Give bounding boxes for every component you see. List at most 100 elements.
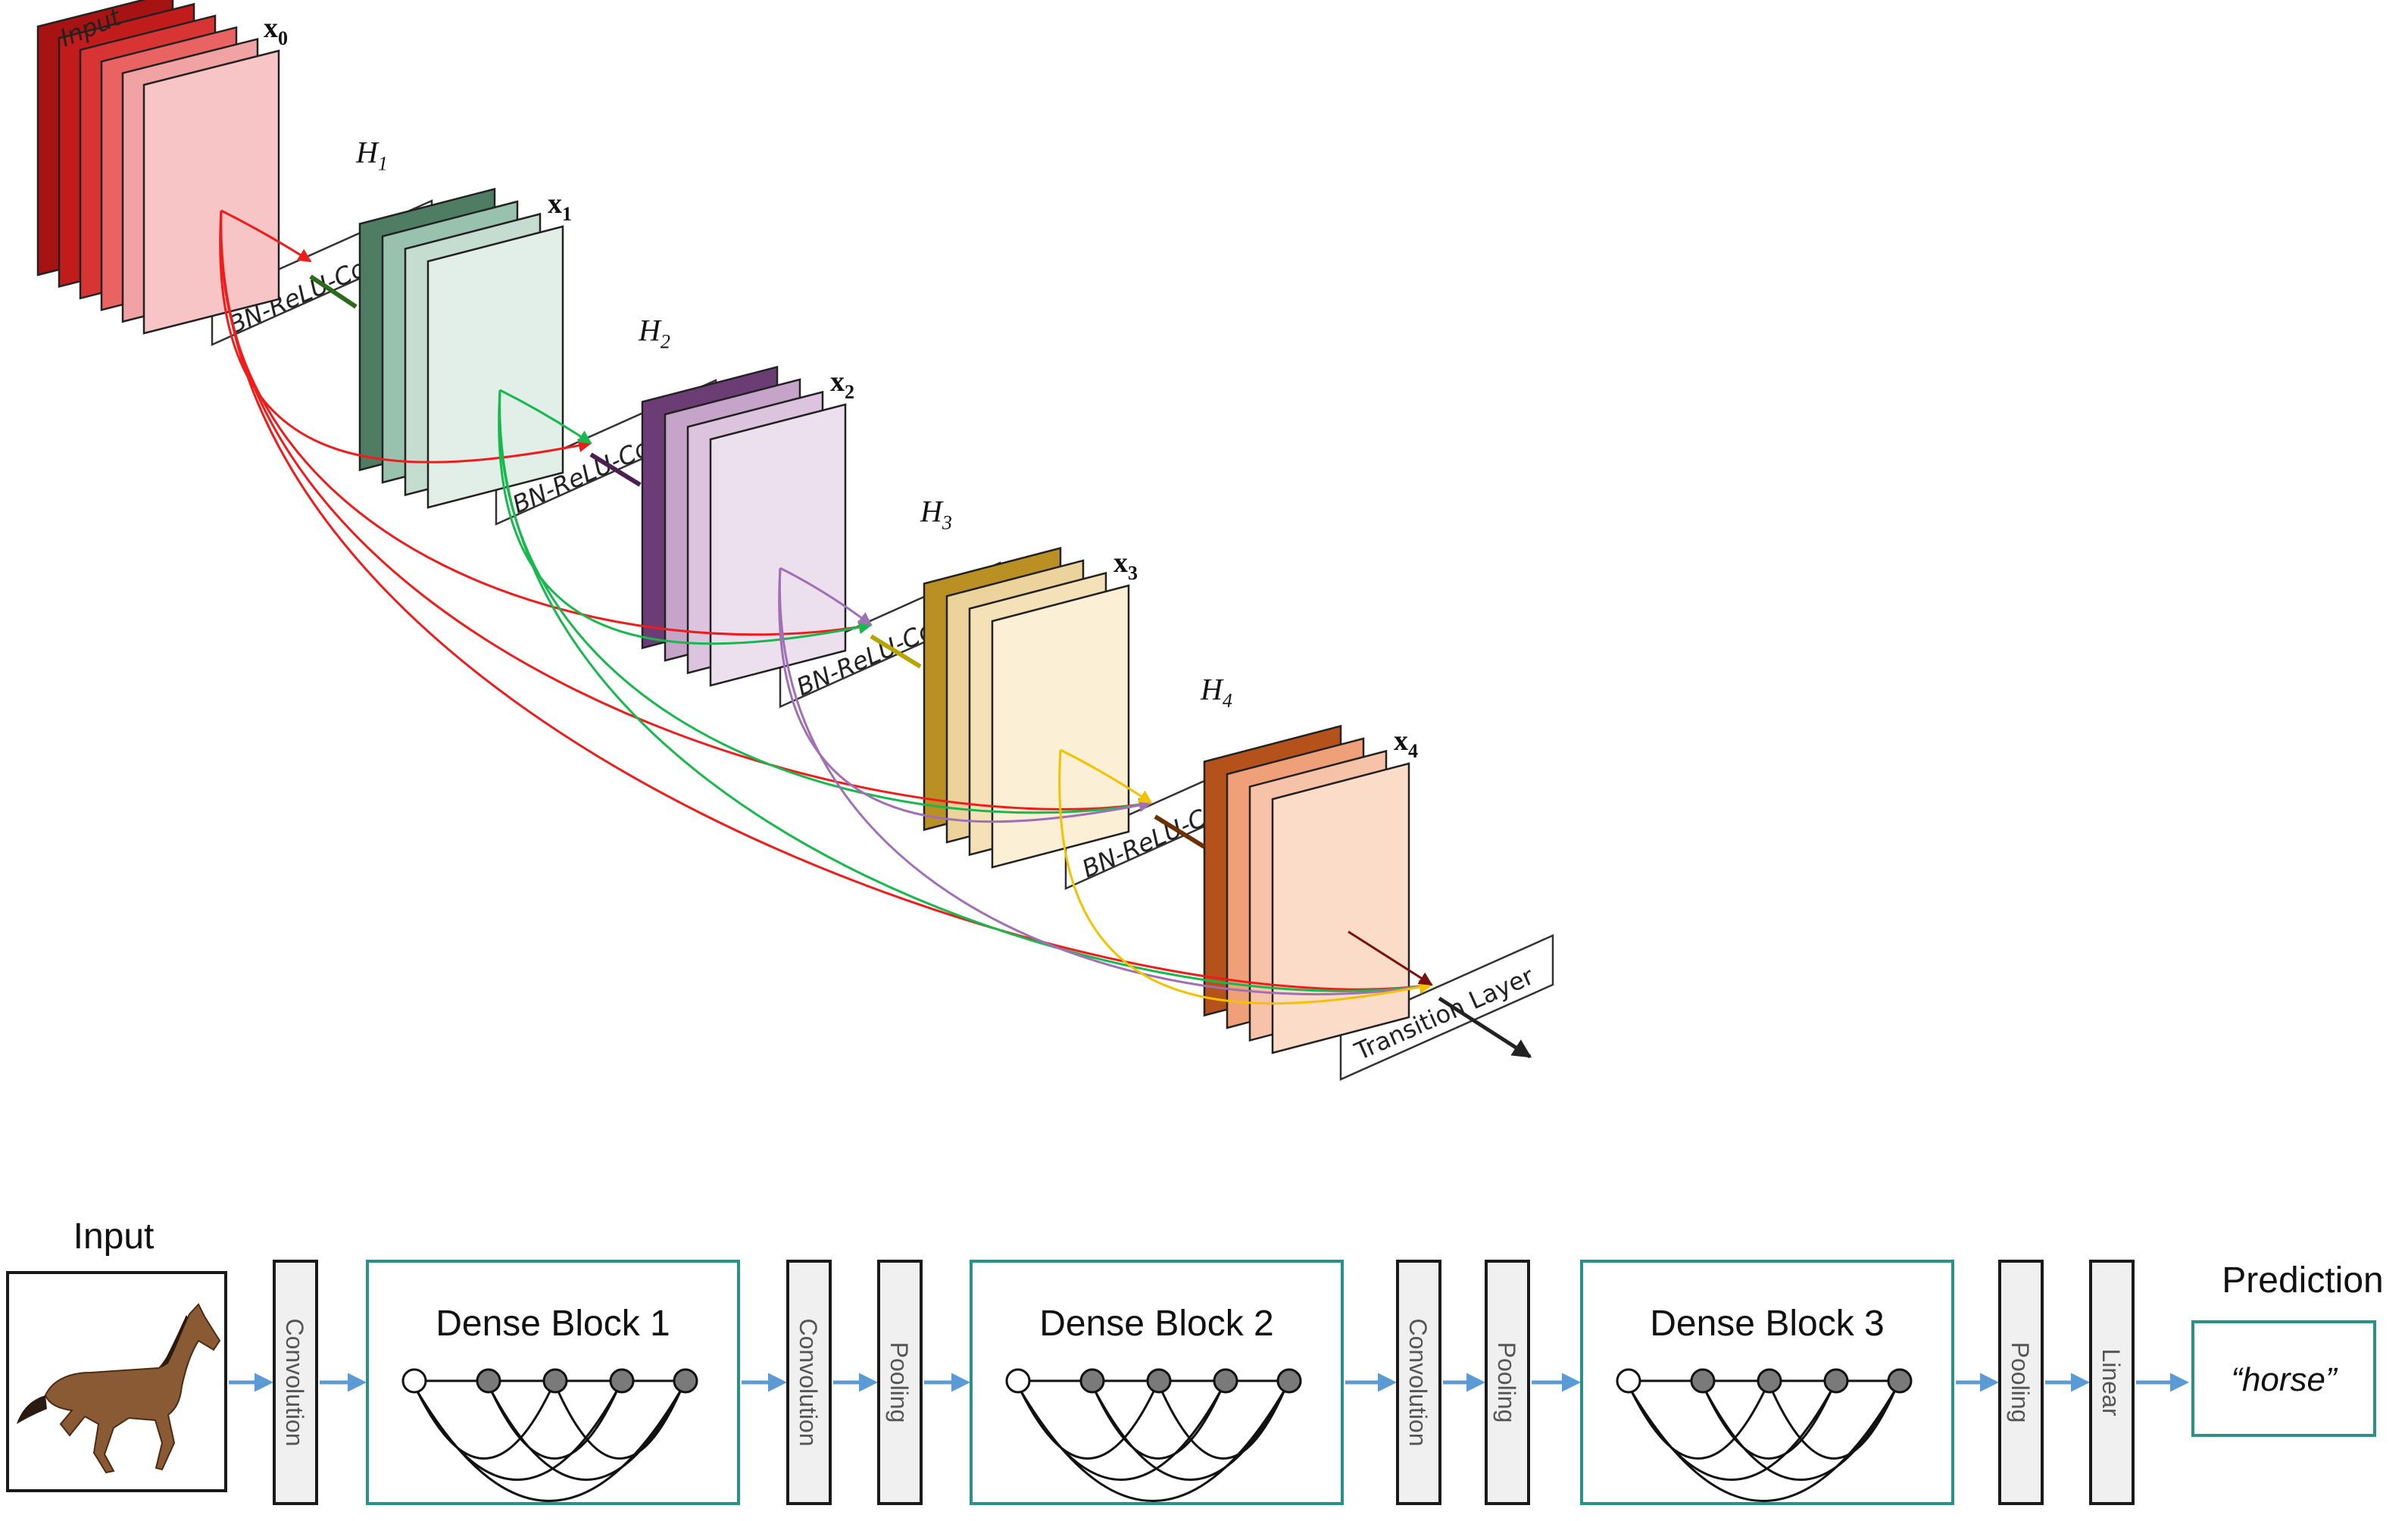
mini-node-4 — [673, 1368, 698, 1394]
mini-node-1 — [476, 1368, 501, 1394]
stack-2 — [641, 365, 847, 687]
layer-label-9: Linear — [2097, 1349, 2125, 1416]
mini-node-2 — [1146, 1368, 1172, 1394]
mini-node-2 — [1757, 1368, 1782, 1394]
layer-label-2: Convolution — [795, 1319, 822, 1447]
connection-3-3 — [1060, 748, 1153, 804]
mini-edge-2-4 — [1771, 1389, 1897, 1460]
mini-edge-1-3 — [1094, 1389, 1223, 1460]
mini-node-1 — [1079, 1368, 1105, 1394]
layer-box-6 — [1485, 1260, 1530, 1505]
h-sub-4: 4 — [1223, 690, 1232, 712]
mini-edge-0-4 — [416, 1389, 682, 1502]
horse-image — [17, 1303, 221, 1474]
mini-node-3 — [1213, 1368, 1238, 1394]
stack-0 — [36, 0, 280, 335]
h-label-3: H3 — [920, 495, 952, 534]
connection-1-1 — [499, 389, 592, 445]
mini-node-1 — [1690, 1368, 1716, 1394]
dense-connections — [219, 209, 1532, 1059]
x-label-4: x4 — [1394, 725, 1418, 762]
x-sub-0: 0 — [278, 27, 288, 49]
mini-graph-4 — [1005, 1368, 1302, 1502]
mini-edge-1-3 — [1704, 1389, 1833, 1460]
layer-box-8 — [1998, 1260, 2044, 1505]
mini-edge-0-2 — [1020, 1389, 1156, 1460]
mini-edge-1-4 — [1094, 1389, 1286, 1481]
h-label-4: H4 — [1200, 673, 1232, 712]
mini-edge-0-4 — [1630, 1389, 1897, 1502]
prediction-label: Prediction — [2222, 1260, 2383, 1301]
feature-map-1-3 — [426, 225, 564, 509]
mini-node-3 — [609, 1368, 635, 1394]
mini-edge-2-4 — [557, 1389, 682, 1460]
mini-node-3 — [1823, 1368, 1849, 1394]
feature-map-stacks — [36, 0, 1410, 1054]
mini-edge-0-2 — [1630, 1389, 1766, 1460]
mini-node-0 — [1616, 1368, 1641, 1394]
mini-graph-1 — [401, 1368, 698, 1502]
connection-0-3 — [220, 210, 1153, 812]
mini-edge-0-4 — [1020, 1389, 1286, 1502]
dense-block-label-7: Dense Block 3 — [1650, 1304, 1885, 1344]
op-arrow-1 — [589, 452, 642, 487]
layer-label-8: Pooling — [2007, 1342, 2034, 1423]
x-sub-4: 4 — [1408, 740, 1418, 762]
connection-0-1 — [219, 210, 592, 464]
connection-2-3 — [778, 567, 1153, 823]
feature-map-2-3 — [709, 403, 847, 687]
feature-map-0-5 — [142, 49, 280, 335]
feature-map-4-3 — [1271, 762, 1410, 1054]
dense-block-label-1: Dense Block 1 — [436, 1304, 670, 1344]
layer-box-5 — [1396, 1260, 1441, 1505]
mini-edge-1-3 — [490, 1389, 619, 1460]
mini-node-4 — [1887, 1368, 1913, 1394]
mini-node-0 — [401, 1368, 427, 1394]
x-sub-1: 1 — [562, 203, 572, 225]
x-sub-2: 2 — [845, 381, 854, 403]
prediction-box — [2191, 1320, 2376, 1437]
stack-4 — [1203, 724, 1410, 1054]
mini-node-0 — [1005, 1368, 1031, 1394]
connection-1-4 — [498, 389, 1433, 994]
stack-1 — [358, 187, 564, 509]
layer-box-0 — [273, 1260, 318, 1505]
feature-map-3-3 — [991, 584, 1130, 869]
x-label-2: x2 — [830, 366, 854, 403]
x-label-3: x3 — [1113, 547, 1138, 584]
mini-edge-1-4 — [490, 1389, 682, 1481]
h-label-2: H2 — [638, 314, 670, 353]
x-sub-3: 3 — [1128, 562, 1138, 584]
mini-node-4 — [1276, 1368, 1302, 1394]
mini-node-2 — [542, 1368, 568, 1394]
transition-output-arrow — [1438, 996, 1532, 1059]
connection-2-2 — [779, 567, 873, 626]
mini-edge-2-4 — [1160, 1389, 1286, 1460]
op-arrow-0 — [309, 274, 358, 309]
layer-box-2 — [786, 1260, 832, 1505]
x-label-0: x0 — [264, 12, 288, 49]
layer-label-3: Pooling — [885, 1342, 913, 1423]
connection-2-4 — [779, 567, 1433, 996]
layer-label-5: Convolution — [1404, 1319, 1432, 1447]
h-label-1: H1 — [355, 136, 388, 175]
layer-label-6: Pooling — [1493, 1342, 1520, 1423]
op-arrow-2 — [870, 634, 922, 669]
x-label-1: x1 — [548, 188, 572, 225]
prediction-value: “horse” — [2231, 1361, 2338, 1398]
transition-layer-box — [1339, 934, 1554, 1081]
dense-block-detail: BN-ReLU-ConvBN-ReLU-ConvBN-ReLU-ConvBN-R… — [36, 0, 1554, 1081]
mini-edge-0-2 — [416, 1389, 552, 1460]
connection-1-2 — [498, 389, 873, 645]
op-arrow-3 — [1154, 814, 1206, 849]
layer-box-3 — [877, 1260, 923, 1505]
pipeline-items: Convolution Dense Block 1 Convolution Pooli… — [229, 1260, 2189, 1505]
mini-graph-7 — [1616, 1368, 1913, 1502]
connection-0-4 — [220, 210, 1433, 994]
mini-edge-1-4 — [1704, 1389, 1897, 1481]
layer-box-9 — [2089, 1260, 2135, 1505]
layer-label-0: Convolution — [281, 1319, 308, 1447]
connection-0-0 — [220, 209, 312, 263]
